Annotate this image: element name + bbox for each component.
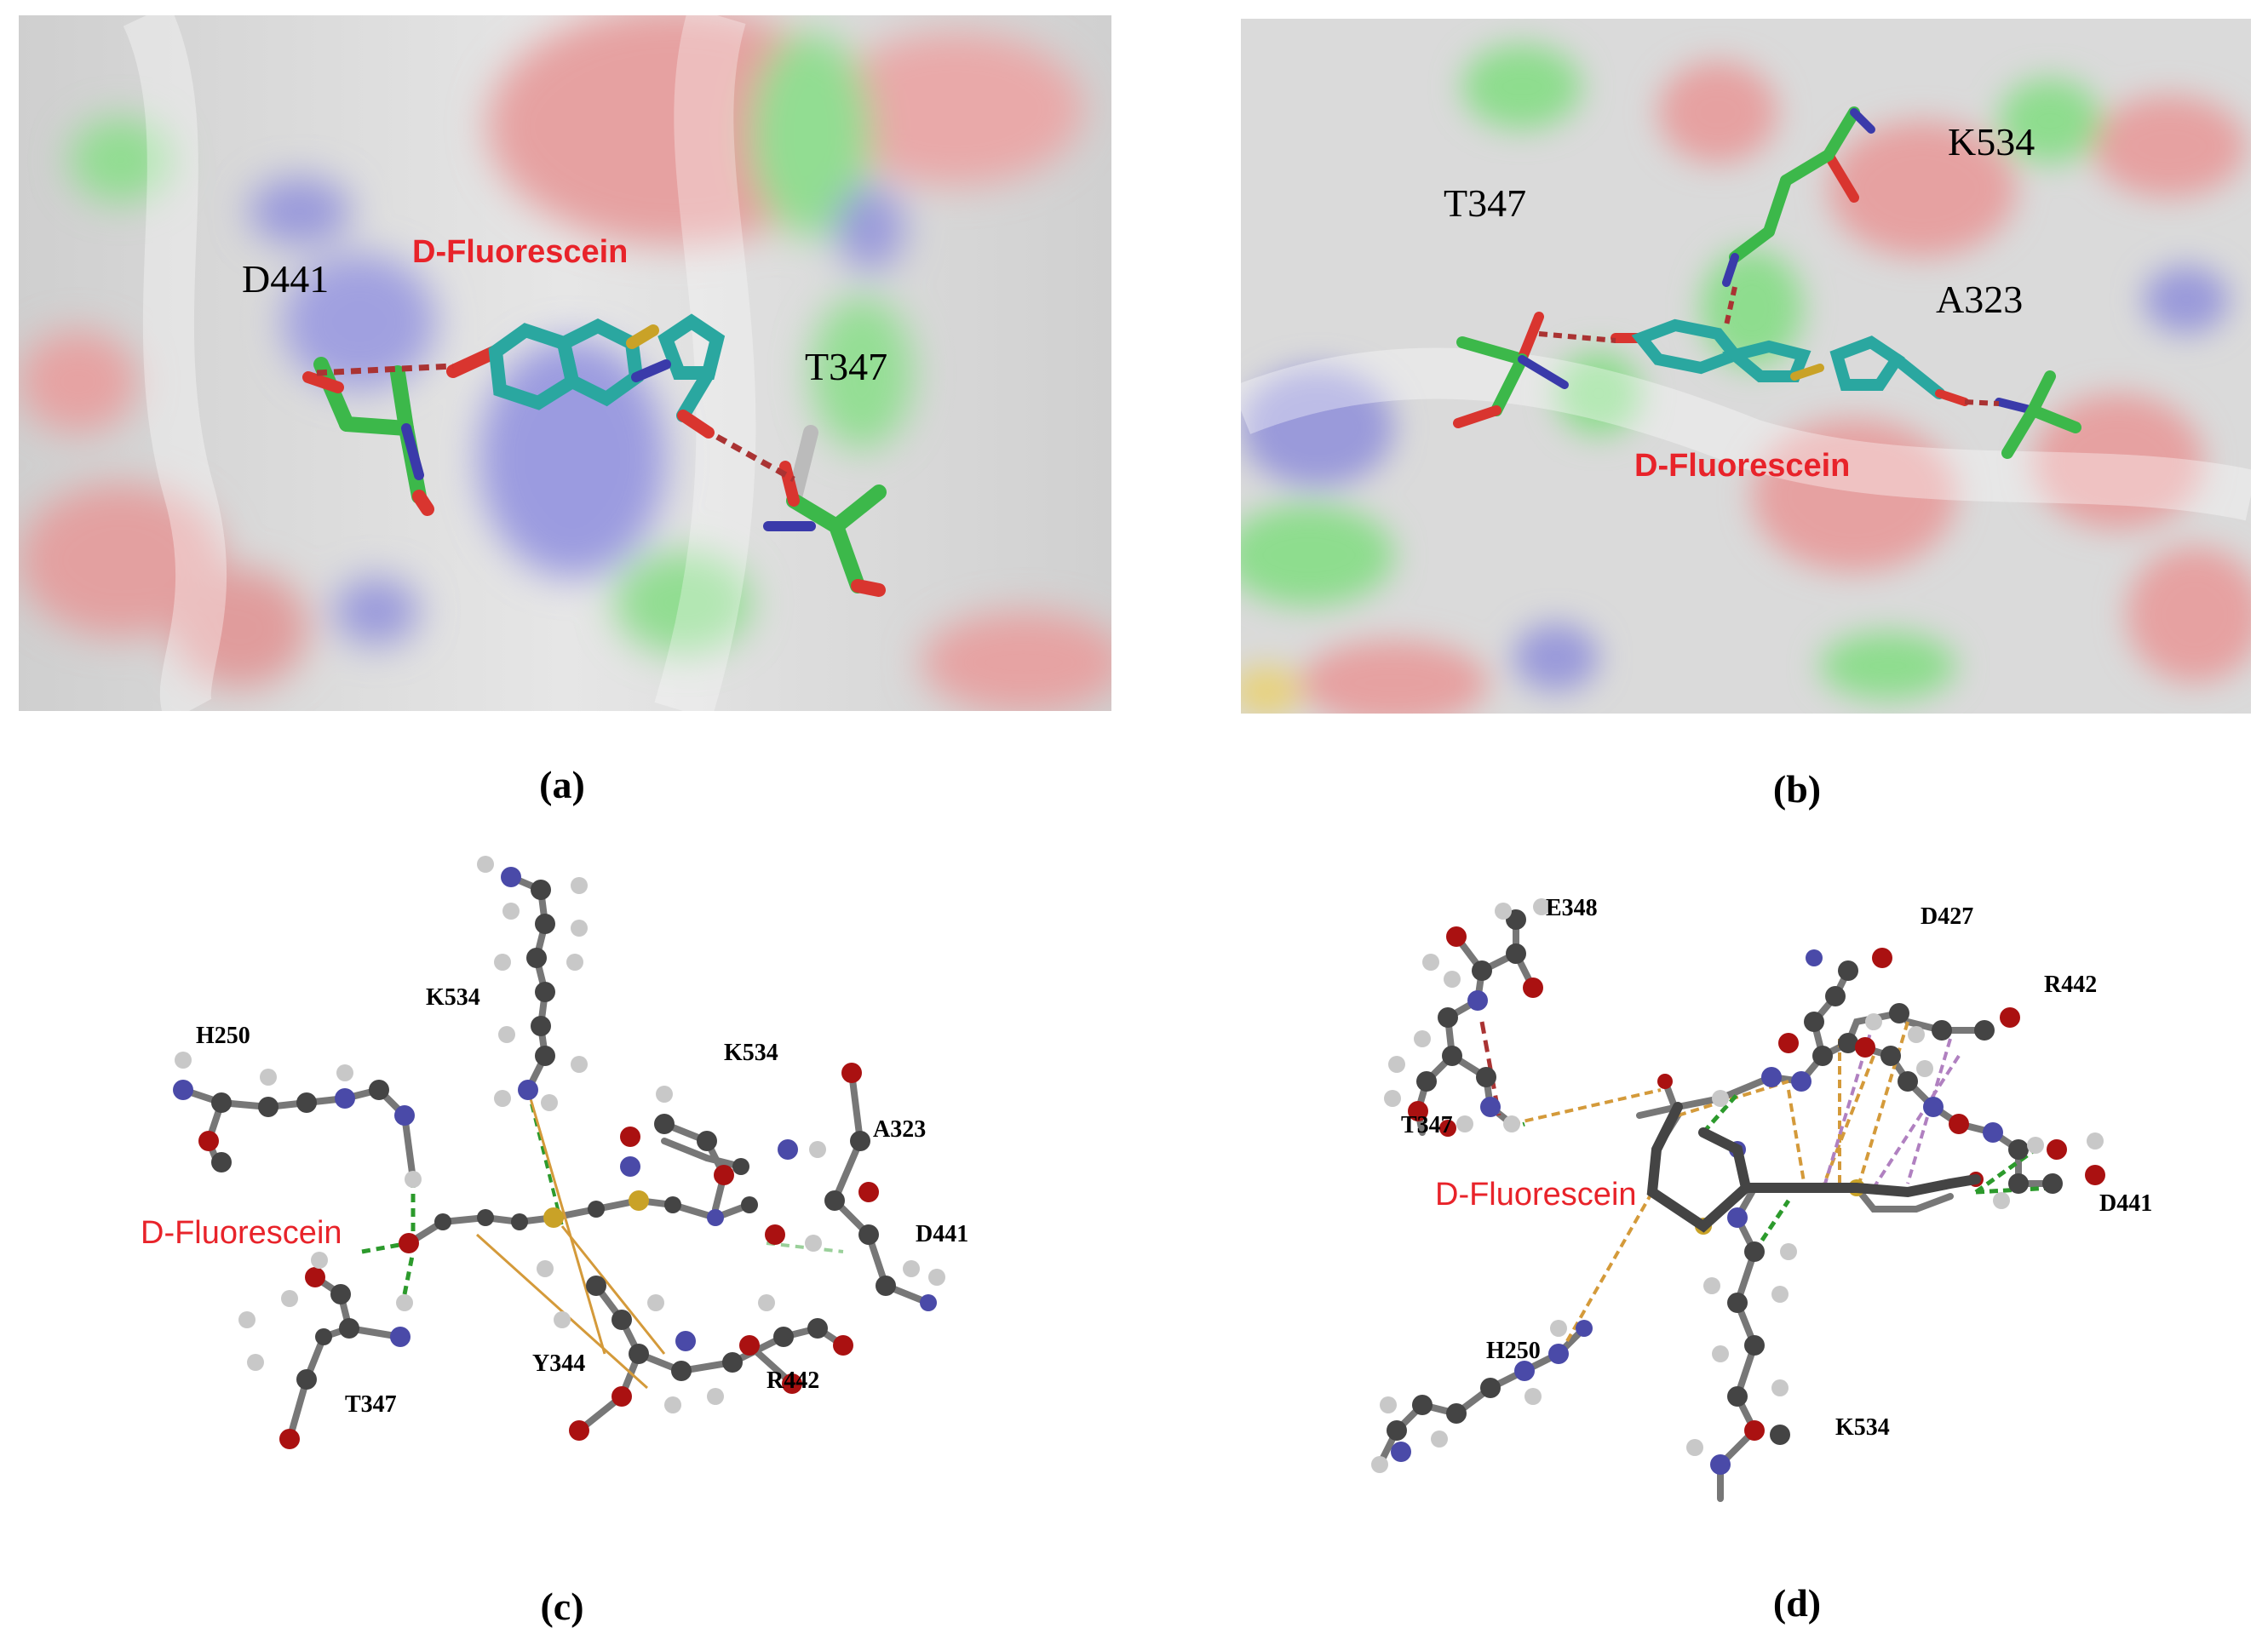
- ligand-label: D-Fluorescein: [141, 1215, 342, 1251]
- residue-label-k534-2: K534: [724, 1040, 778, 1066]
- residue-label-y344: Y344: [532, 1350, 585, 1377]
- residue-label-t347: T347: [345, 1391, 397, 1418]
- surface-color-patches: [19, 15, 1111, 711]
- caption-b: (b): [1772, 767, 1822, 811]
- caption-d: (d): [1772, 1581, 1822, 1625]
- residue-a323-sticks: [1995, 370, 2081, 459]
- residue-label-r442: R442: [767, 1367, 819, 1394]
- residue-label-k534: K534: [1835, 1414, 1890, 1441]
- panel-d-ball-and-stick: E348 D427 R442 T347 D441 H250 K534 D-Flu…: [1363, 851, 2214, 1550]
- surface-ridge: [1241, 347, 2251, 521]
- caption-a: (a): [539, 763, 585, 806]
- residue-label-d427: D427: [1921, 903, 1973, 930]
- residue-t347-sticks: [1453, 312, 1569, 428]
- residue-label-k534: K534: [426, 984, 480, 1011]
- surface-ridge: [654, 15, 756, 711]
- residue-label-d441: D441: [242, 257, 329, 301]
- surface-ridge: [123, 15, 227, 711]
- residue-label-d441: D441: [2099, 1190, 2152, 1217]
- residue-label-t347: T347: [1401, 1112, 1453, 1138]
- residue-label-t347: T347: [805, 345, 887, 388]
- residue-t347-sticks: [763, 425, 887, 597]
- residue-label-t347: T347: [1444, 181, 1526, 225]
- ligand-label: D-Fluorescein: [412, 234, 628, 270]
- hbond: [1538, 331, 1616, 343]
- panel-c-ball-and-stick: H250 K534 K534 A323 D441 T347 Y344 R442 …: [119, 843, 988, 1456]
- ligand-bonds: [1646, 1102, 1981, 1233]
- ligand-sticks: [446, 313, 726, 439]
- panel-b-svg: T347 K534 A323 D-Fluorescein: [1241, 19, 2251, 714]
- residue-label-d441: D441: [916, 1221, 968, 1247]
- residue-label-k534: K534: [1948, 120, 2035, 163]
- interaction-lines: [361, 1089, 844, 1390]
- residue-label-a323: A323: [1936, 278, 2023, 321]
- residue-label-h250: H250: [196, 1023, 250, 1049]
- hbond: [715, 433, 795, 483]
- residue-label-a323: A323: [873, 1116, 926, 1143]
- atoms: [1371, 898, 2105, 1475]
- panel-d-svg: E348 D427 R442 T347 D441 H250 K534 D-Flu…: [1371, 895, 2152, 1502]
- caption-c: (c): [540, 1585, 584, 1628]
- residue-k534-sticks: [1722, 106, 1875, 287]
- hbond: [1724, 286, 1737, 326]
- ligand-label: D-Fluorescein: [1435, 1177, 1637, 1213]
- hbond: [1964, 399, 2000, 406]
- residue-label-h250: H250: [1486, 1338, 1541, 1364]
- ligand-label: D-Fluorescein: [1634, 448, 1850, 484]
- atoms: [173, 856, 945, 1449]
- panel-a-surface-view: D441 D-Fluorescein T347: [19, 15, 1111, 711]
- ligand-sticks: [1611, 318, 1969, 406]
- panel-c-svg: H250 K534 K534 A323 D441 T347 Y344 R442 …: [141, 856, 968, 1449]
- residue-label-r442: R442: [2044, 972, 2097, 998]
- panel-b-surface-view: T347 K534 A323 D-Fluorescein: [1241, 19, 2251, 714]
- residue-label-e348: E348: [1546, 895, 1598, 921]
- hbond: [316, 363, 454, 376]
- panel-a-svg: D441 D-Fluorescein T347: [19, 15, 1111, 711]
